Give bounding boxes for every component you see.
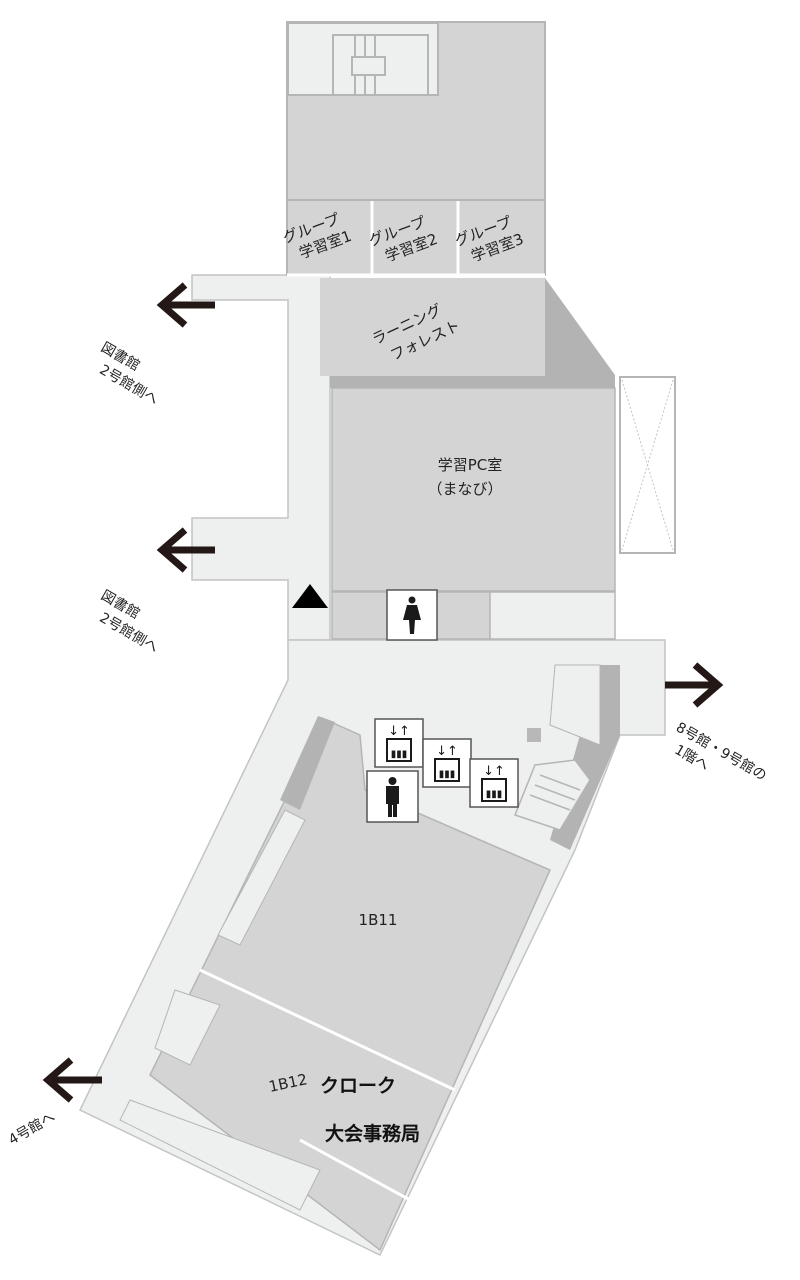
- stairwell: [287, 22, 439, 96]
- stairs-icon: [119, 1099, 321, 1211]
- learning-forest-room: [320, 278, 545, 376]
- stairs-icon: [332, 34, 429, 96]
- divider: [199, 968, 456, 1092]
- cloak-label: クローク: [320, 1075, 396, 1097]
- svg-text:▮▮▮: ▮▮▮: [486, 789, 503, 800]
- svg-text:↓↑: ↓↑: [483, 764, 505, 779]
- pillar: [527, 728, 541, 742]
- divider: [299, 1138, 411, 1202]
- left-arrow-icon[interactable]: [42, 1057, 102, 1103]
- void-cross: [621, 379, 674, 551]
- elevator-icon[interactable]: ↓↑ ▮▮▮: [422, 738, 472, 788]
- left-arrow-icon[interactable]: [156, 527, 215, 573]
- mens-restroom-icon[interactable]: [366, 770, 419, 823]
- counter: [217, 809, 306, 946]
- storage-room: [489, 591, 616, 640]
- library-direction-label-top: 図書館2号館側へ: [88, 339, 171, 409]
- pc-room-label: 学習PC室（まなび）: [427, 456, 502, 498]
- shaft: [549, 664, 601, 746]
- svg-text:▮▮▮: ▮▮▮: [439, 769, 456, 780]
- left-arrow-icon[interactable]: [156, 282, 215, 328]
- elevator-icon[interactable]: ↓↑ ▮▮▮: [469, 758, 519, 808]
- wall: [280, 716, 335, 810]
- building-4-direction-label: 4号館へ: [6, 1108, 59, 1148]
- wall-shadow: [330, 278, 615, 388]
- stairs-icon: [514, 759, 591, 831]
- lower-rooms: [149, 717, 551, 1252]
- right-arrow-icon[interactable]: [665, 662, 724, 708]
- svg-text:↓↑: ↓↑: [388, 724, 410, 739]
- pc-room: [331, 387, 616, 592]
- svg-text:▮▮▮: ▮▮▮: [391, 749, 408, 760]
- library-direction-label-mid: 図書館2号館側へ: [88, 587, 171, 657]
- top-building: [286, 21, 546, 277]
- elevator-icon[interactable]: ↓↑ ▮▮▮: [374, 718, 424, 768]
- void-area: [619, 376, 676, 554]
- svg-text:↓↑: ↓↑: [436, 744, 458, 759]
- you-are-here-triangle-icon: [292, 584, 328, 608]
- womens-restroom-icon[interactable]: [386, 589, 438, 641]
- counter: [154, 989, 221, 1066]
- room-1b11-label: 1B11: [359, 911, 398, 929]
- building-8-9-direction-label: 8号館・9号館の1階へ: [663, 719, 770, 802]
- office-label: 大会事務局: [325, 1122, 420, 1145]
